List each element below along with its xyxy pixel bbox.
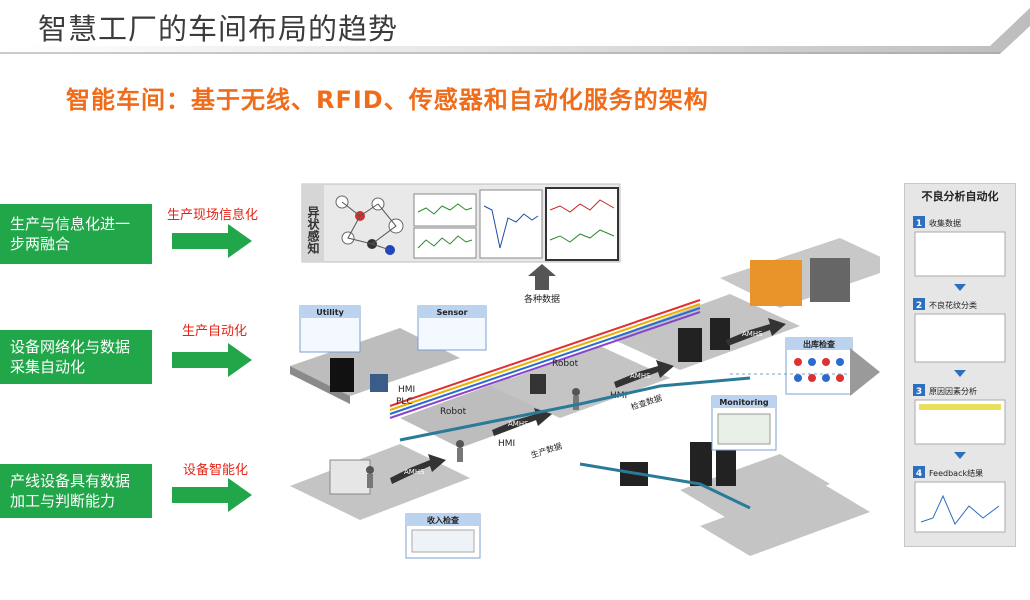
network-graph-icon — [335, 195, 404, 255]
hmi-label: HMI — [398, 385, 415, 395]
person-icon — [572, 388, 580, 396]
step-number: 4 — [916, 469, 922, 479]
right-arrow-icon — [172, 224, 252, 258]
server-icon — [690, 442, 712, 486]
title-bar: 智慧工厂的车间布局的趋势 — [0, 0, 1030, 62]
steps-graphic: 1 收集数据 2 不良花纹分类 3 原因因素分析 4 Feedback结果 — [913, 216, 1006, 533]
machine-icon — [678, 328, 702, 362]
machine-icon — [370, 374, 388, 392]
right-arrow-icon — [172, 343, 252, 377]
amhs-label: AMHS — [742, 330, 763, 338]
machine-icon — [710, 318, 730, 350]
step-number: 1 — [916, 219, 922, 229]
utility-label: Utility — [316, 308, 344, 317]
machine-icon — [530, 374, 546, 394]
truck-icon — [329, 459, 371, 495]
right-chevron-icon — [850, 348, 880, 396]
page-title: 智慧工厂的车间布局的趋势 — [38, 12, 399, 46]
step-label: Feedback结果 — [929, 468, 983, 478]
defect-analysis-panel: 不良分析自动化 1 收集数据 2 不良花纹分类 3 原因因素分析 4 Feedb… — [904, 183, 1016, 547]
left-box-2: 设备网络化与数据采集自动化 — [0, 330, 152, 384]
production-data-label: 生产数据 — [530, 441, 564, 460]
step-label: 不良花纹分类 — [929, 300, 977, 310]
sensor-box: Sensor — [417, 305, 487, 351]
step-number: 3 — [916, 387, 922, 397]
outbound-check-panel: 出库检查 — [785, 337, 853, 395]
amhs-arrow-icon: AMHS — [390, 454, 446, 484]
factory-diagram: 异状感知 各种数据 — [290, 183, 880, 559]
step-number: 2 — [916, 301, 922, 311]
inspection-data-label: 检查数据 — [630, 393, 664, 412]
left-label-3: 设备智能化 — [183, 463, 249, 478]
data-flow-line — [399, 376, 751, 442]
machine-icon — [330, 358, 354, 392]
left-label-2: 生产自动化 — [182, 324, 248, 339]
person-icon — [456, 440, 464, 448]
person-icon — [366, 466, 374, 474]
up-arrow-icon — [528, 264, 556, 290]
down-arrow-icon — [954, 370, 966, 377]
conveyor-stripes — [389, 299, 701, 419]
monitoring-label: Monitoring — [719, 398, 769, 407]
amhs-label: AMHS — [404, 468, 425, 476]
server-icon — [716, 440, 736, 486]
robot-label: Robot — [440, 407, 467, 417]
left-label-1: 生产现场信息化 — [167, 208, 259, 223]
anomaly-label: 异状感知 — [306, 206, 320, 255]
step-label: 原因因素分析 — [929, 386, 977, 396]
storage-rack-icon — [750, 260, 802, 306]
down-arrow-icon — [954, 284, 966, 291]
anomaly-panel: 异状感知 — [301, 183, 621, 263]
hmi-label: HMI — [498, 439, 515, 449]
sensor-label: Sensor — [436, 308, 467, 317]
slide-subtitle: 智能车间：基于无线、RFID、传感器和自动化服务的架构 — [66, 86, 709, 114]
right-arrow-icon — [172, 478, 252, 512]
data-flow-line — [579, 462, 751, 510]
outbound-check-label: 出库检查 — [803, 339, 836, 349]
down-arrow-icon — [954, 452, 966, 459]
robot-label: Robot — [552, 359, 579, 369]
panel-title: 不良分析自动化 — [921, 190, 999, 203]
plc-label: PLC — [396, 397, 413, 407]
title-underline — [0, 8, 1030, 54]
left-box-1: 生产与信息化进一步两融合 — [0, 204, 152, 264]
amhs-label: AMHS — [630, 372, 651, 380]
amhs-arrow-icon: AMHS — [492, 408, 552, 436]
storage-rack-icon — [810, 258, 850, 302]
incoming-check-panel: 收入检查 — [405, 513, 481, 559]
incoming-check-label: 收入检查 — [427, 515, 460, 525]
monitoring-panel: Monitoring — [711, 395, 777, 451]
step-label: 收集数据 — [929, 218, 961, 228]
various-data-label: 各种数据 — [524, 293, 560, 305]
amhs-arrow-icon: AMHS — [614, 360, 674, 388]
left-box-3: 产线设备具有数据加工与判断能力 — [0, 464, 152, 518]
amhs-label: AMHS — [508, 420, 529, 428]
amhs-arrow-icon: AMHS — [726, 318, 786, 346]
utility-box: Utility — [299, 305, 361, 353]
